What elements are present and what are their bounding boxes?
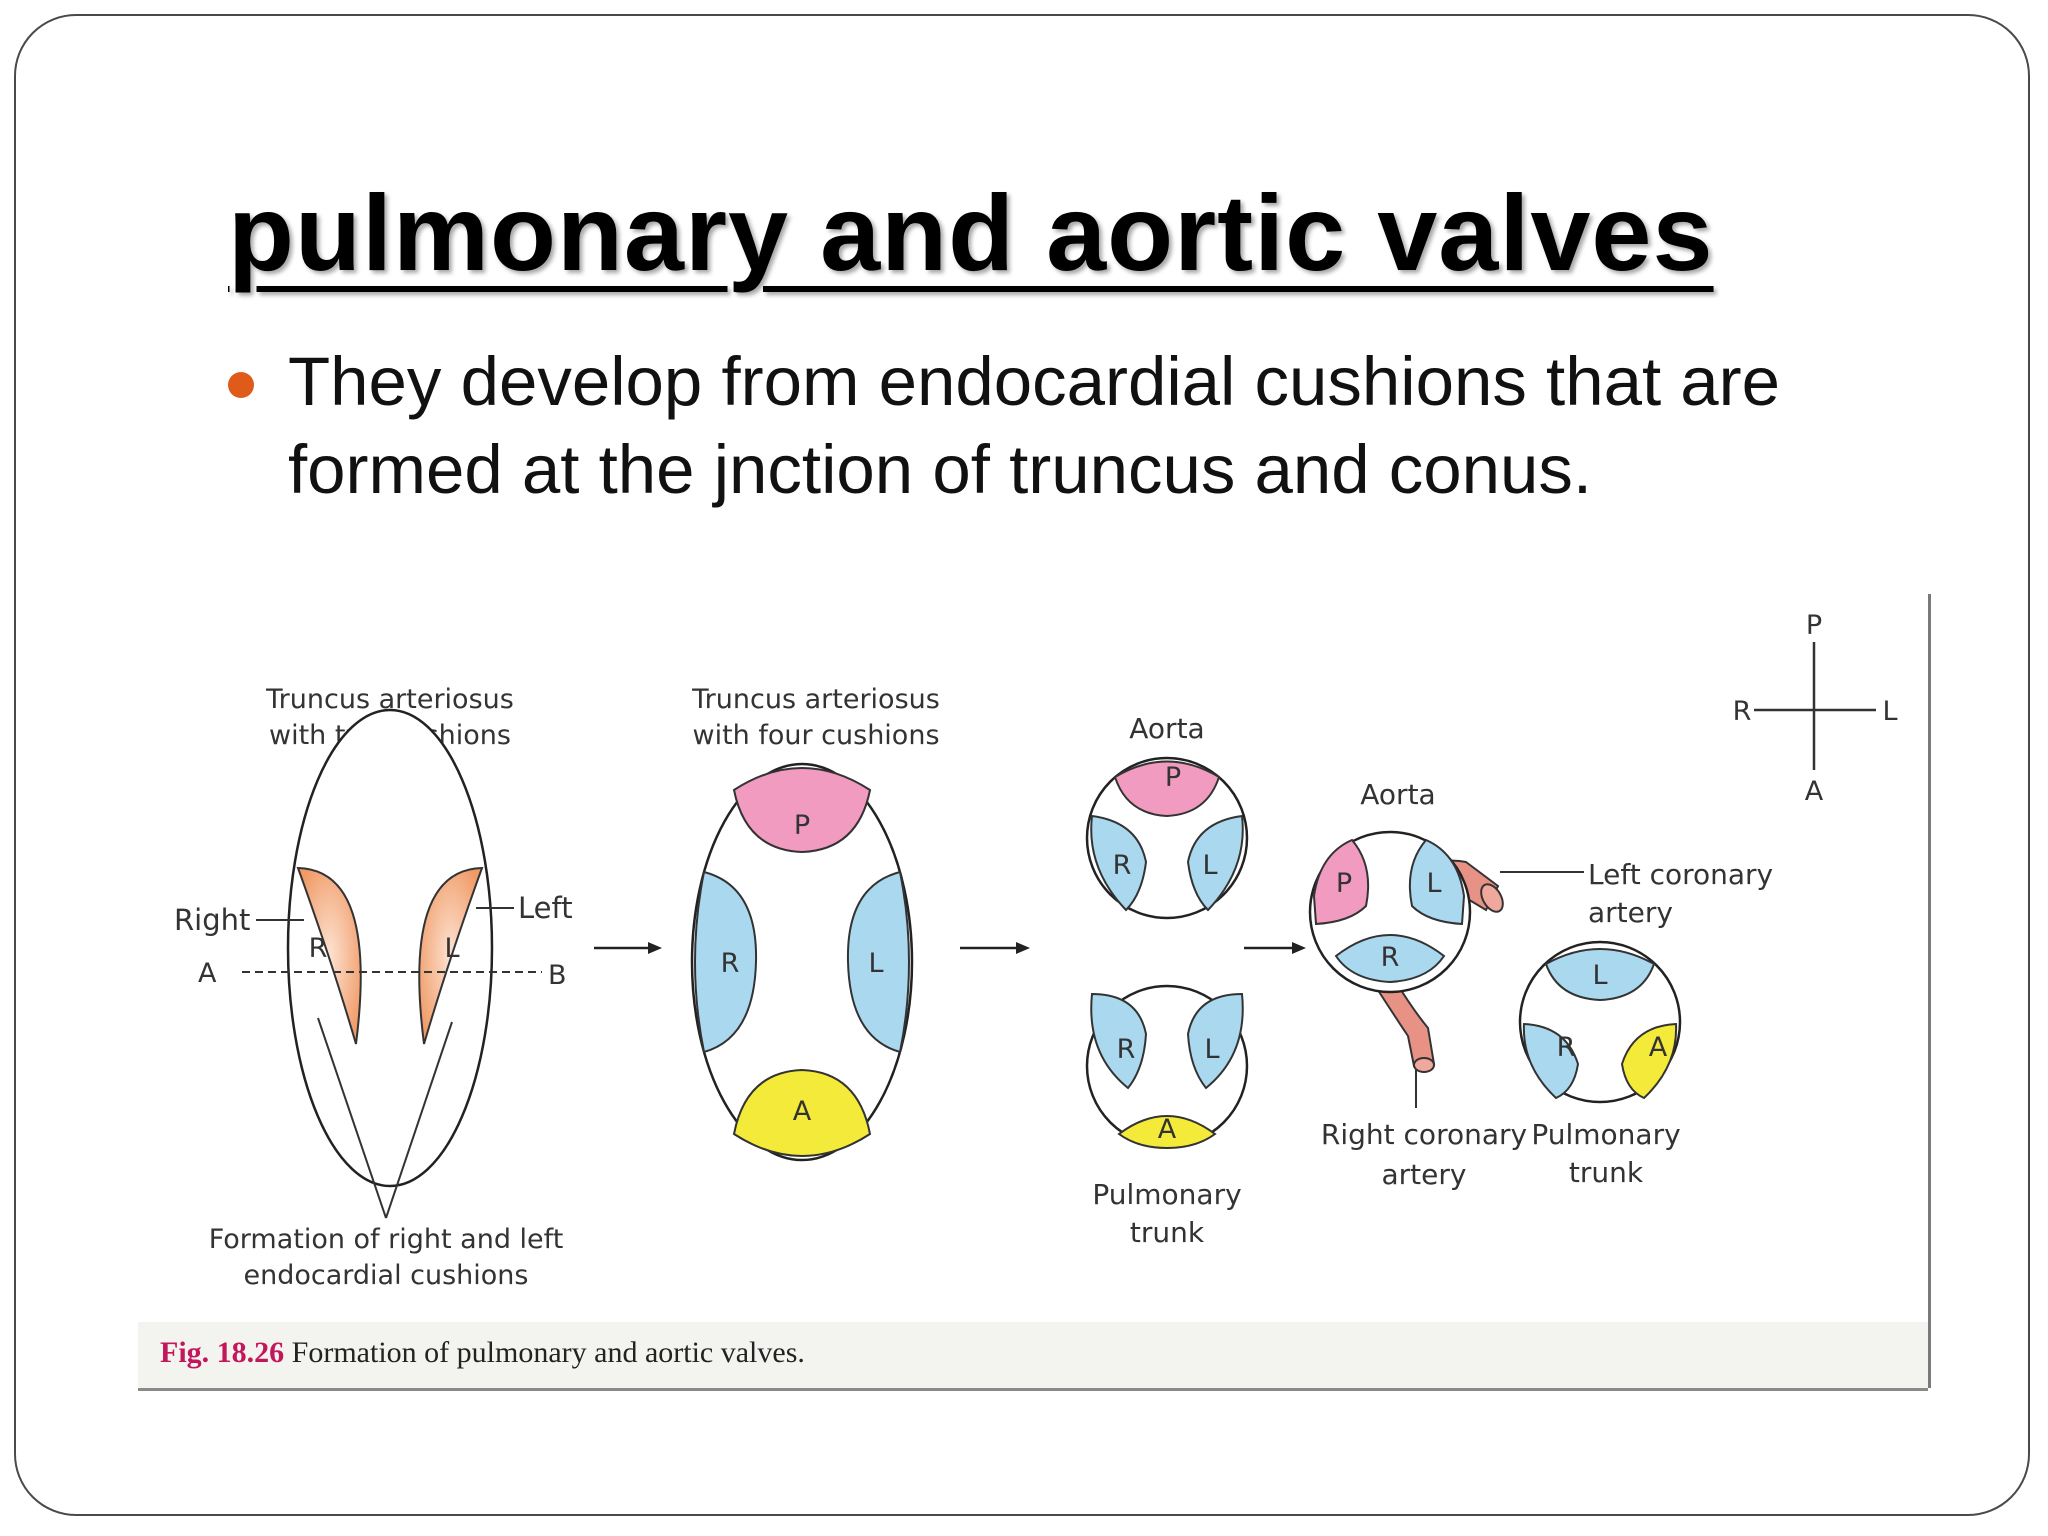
orientation-cross: P R L A bbox=[1733, 610, 1898, 807]
stage4-left-coronary-line2: artery bbox=[1588, 896, 1673, 929]
figure-caption: Fig. 18.26 Formation of pulmonary and ao… bbox=[160, 1336, 805, 1370]
stage1-left-cushion bbox=[418, 866, 484, 1045]
figure-right-rule bbox=[1928, 594, 1931, 1388]
stage1-right-cushion bbox=[296, 866, 362, 1045]
slide-title: pulmonary and aortic valves bbox=[228, 172, 1714, 293]
stage4-pulm-r: R bbox=[1557, 1032, 1576, 1063]
stage2-r: R bbox=[721, 948, 740, 979]
figure-diagram: Truncus arteriosus with two cushions R L… bbox=[174, 610, 1898, 1291]
stage4-right-coronary-line2: artery bbox=[1382, 1158, 1467, 1191]
orientation-p: P bbox=[1806, 610, 1822, 641]
stage2-title-line2: with four cushions bbox=[692, 720, 939, 751]
stage3-aorta-r: R bbox=[1113, 850, 1132, 881]
stage1-axis-b: B bbox=[548, 960, 567, 991]
stage4-pulm-a: A bbox=[1649, 1032, 1668, 1063]
arrow-3-head bbox=[1292, 942, 1306, 954]
arrow-2-head bbox=[1016, 942, 1030, 954]
bullet-dot bbox=[228, 372, 254, 398]
stage3-pulm-r: R bbox=[1117, 1034, 1136, 1065]
stage3-aorta-l-cusp bbox=[1186, 814, 1244, 912]
stage2-cushion-r bbox=[694, 870, 758, 1054]
stage4-aorta-p: P bbox=[1336, 868, 1352, 899]
caption-label: Fig. 18.26 bbox=[160, 1336, 285, 1369]
stage4-pulm-l: L bbox=[1592, 960, 1607, 991]
stage4-pulm-r-cusp bbox=[1522, 1022, 1580, 1100]
orientation-l: L bbox=[1882, 696, 1897, 727]
stage1-formation-pointer-left bbox=[317, 1017, 387, 1219]
stage1-axis-a: A bbox=[198, 958, 217, 989]
stage3-aorta-r-cusp bbox=[1090, 814, 1148, 912]
stage3-pulm-line2: trunk bbox=[1130, 1216, 1205, 1249]
stage3-pulm-r-cusp bbox=[1090, 992, 1148, 1090]
stage4-aorta-r-cusp bbox=[1334, 934, 1446, 984]
stage4-right-coronary-line1: Right coronary bbox=[1321, 1118, 1527, 1151]
stage1-cushion-r: R bbox=[309, 933, 328, 964]
stage4-aorta-r: R bbox=[1381, 942, 1400, 973]
arrow-1-head bbox=[648, 942, 662, 954]
stage3-aorta-p-cusp bbox=[1113, 760, 1221, 818]
stage4-pulm-line1: Pulmonary bbox=[1531, 1118, 1680, 1151]
stage1-left-label: Left bbox=[518, 891, 573, 925]
stage4-pulm-a-cusp bbox=[1620, 1022, 1678, 1100]
stage3-aorta-label: Aorta bbox=[1129, 712, 1204, 745]
stage3-pulm-a: A bbox=[1158, 1114, 1177, 1145]
stage2-group: Truncus arteriosus with four cushions P … bbox=[690, 684, 940, 1162]
stage2-l: L bbox=[868, 948, 883, 979]
stage3-pulm-l-cusp bbox=[1186, 992, 1244, 1090]
stage4-pulm-l-cusp bbox=[1544, 948, 1656, 1002]
stage2-cushion-a bbox=[732, 1068, 872, 1157]
stage3-pulm-line1: Pulmonary bbox=[1092, 1178, 1241, 1211]
stage3-aorta-l: L bbox=[1202, 850, 1217, 881]
stage3-aorta-p: P bbox=[1165, 762, 1181, 793]
stage2-truncus-outline bbox=[690, 762, 914, 1162]
stage4-aorta-p-cusp bbox=[1312, 838, 1370, 926]
stage2-a: A bbox=[793, 1096, 812, 1127]
stage4-aorta-l-cusp bbox=[1408, 838, 1466, 926]
stage1-formation-pointer-right bbox=[385, 1021, 453, 1219]
stage4-pulm-line2: trunk bbox=[1569, 1156, 1644, 1189]
stage1-truncus-outline bbox=[286, 708, 494, 1188]
stage1-bottom-line1: Formation of right and left bbox=[209, 1224, 564, 1255]
stage3-pulm-l: L bbox=[1204, 1034, 1219, 1065]
stage2-p: P bbox=[794, 810, 810, 841]
caption-text: Formation of pulmonary and aortic valves… bbox=[291, 1336, 805, 1369]
stage4-aorta-l: L bbox=[1426, 868, 1441, 899]
figure-valves: Truncus arteriosus with two cushions R L… bbox=[138, 594, 1934, 1394]
stage4-group: Aorta P L R Left coronary artery Right c… bbox=[1308, 778, 1773, 1191]
stage4-right-coronary-end bbox=[1413, 1057, 1435, 1073]
caption-band bbox=[138, 1322, 1928, 1391]
orientation-a: A bbox=[1805, 776, 1824, 807]
bullet-text: They develop from endocardial cushions t… bbox=[288, 343, 1781, 508]
stage4-aorta-label: Aorta bbox=[1360, 778, 1435, 811]
stage1-cushion-l: L bbox=[444, 933, 459, 964]
stage3-pulm-a-cusp bbox=[1117, 1115, 1217, 1150]
stage4-left-coronary-line1: Left coronary bbox=[1588, 858, 1773, 891]
stage2-title-line1: Truncus arteriosus bbox=[691, 684, 940, 715]
orientation-r: R bbox=[1733, 696, 1752, 727]
stage2-cushion-p bbox=[732, 767, 872, 854]
stage2-cushion-l bbox=[846, 870, 910, 1054]
stage1-bottom-line2: endocardial cushions bbox=[243, 1260, 528, 1291]
stage1-right-label: Right bbox=[174, 903, 250, 937]
stage4-left-coronary-end bbox=[1480, 883, 1504, 913]
stage1-group: Truncus arteriosus with two cushions R L… bbox=[174, 684, 573, 1291]
stage3-group: Aorta P R L R L A Pulmonary trunk bbox=[1085, 712, 1249, 1249]
